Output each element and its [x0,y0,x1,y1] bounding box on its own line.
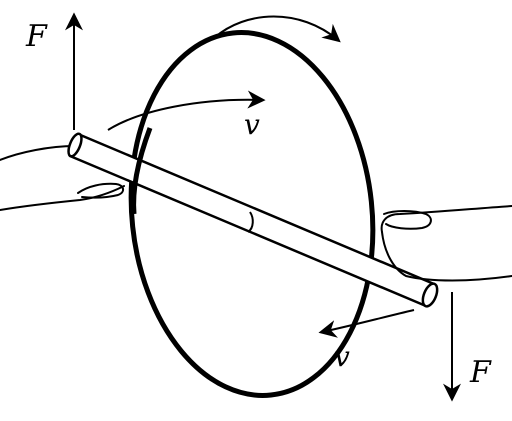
rod [67,132,439,308]
velocity-arrow-bottom [318,309,415,338]
ring [128,30,376,398]
force-label-top: F [25,19,48,54]
rotation-arrow-top [213,15,341,43]
velocity-label-bottom: v [334,340,350,373]
left-hand [0,145,125,211]
right-hand [380,205,512,282]
force-label-bottom: F [469,355,492,390]
velocity-arrow-top [107,90,266,131]
ring-front-arc [131,127,153,215]
velocity-label-top: v [244,108,260,141]
